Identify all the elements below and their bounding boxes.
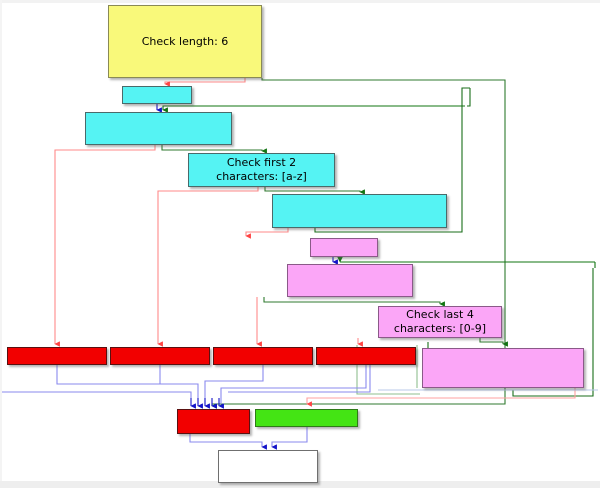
node-label: Check last 4 characters: [0-9] (393, 308, 487, 335)
node-pink-wide-1[interactable] (287, 264, 413, 297)
node-red-3[interactable] (213, 347, 313, 365)
node-label: Check length: 6 (141, 34, 229, 48)
node-red-bottom[interactable] (177, 409, 250, 434)
node-pink-small-1[interactable] (310, 238, 378, 257)
node-cyan-wide-1[interactable] (85, 112, 232, 145)
node-cyan-small-1[interactable] (122, 86, 192, 104)
node-red-1[interactable] (7, 347, 107, 365)
node-terminal[interactable] (218, 450, 318, 483)
page-edge-left (0, 0, 2, 488)
node-red-2[interactable] (110, 347, 210, 365)
node-label: Check first 2 characters: [a-z] (216, 156, 307, 183)
node-red-4[interactable] (316, 347, 416, 365)
node-check-length[interactable]: Check length: 6 (108, 5, 262, 78)
node-pink-wide-2[interactable] (422, 348, 584, 388)
page-edge-bottom (0, 481, 600, 488)
node-cyan-wide-2[interactable] (272, 194, 447, 228)
node-green-bottom[interactable] (255, 409, 358, 427)
node-check-last-4[interactable]: Check last 4 characters: [0-9] (378, 306, 502, 338)
page-edge-top (0, 0, 600, 3)
node-check-first-2[interactable]: Check first 2 characters: [a-z] (188, 153, 335, 187)
